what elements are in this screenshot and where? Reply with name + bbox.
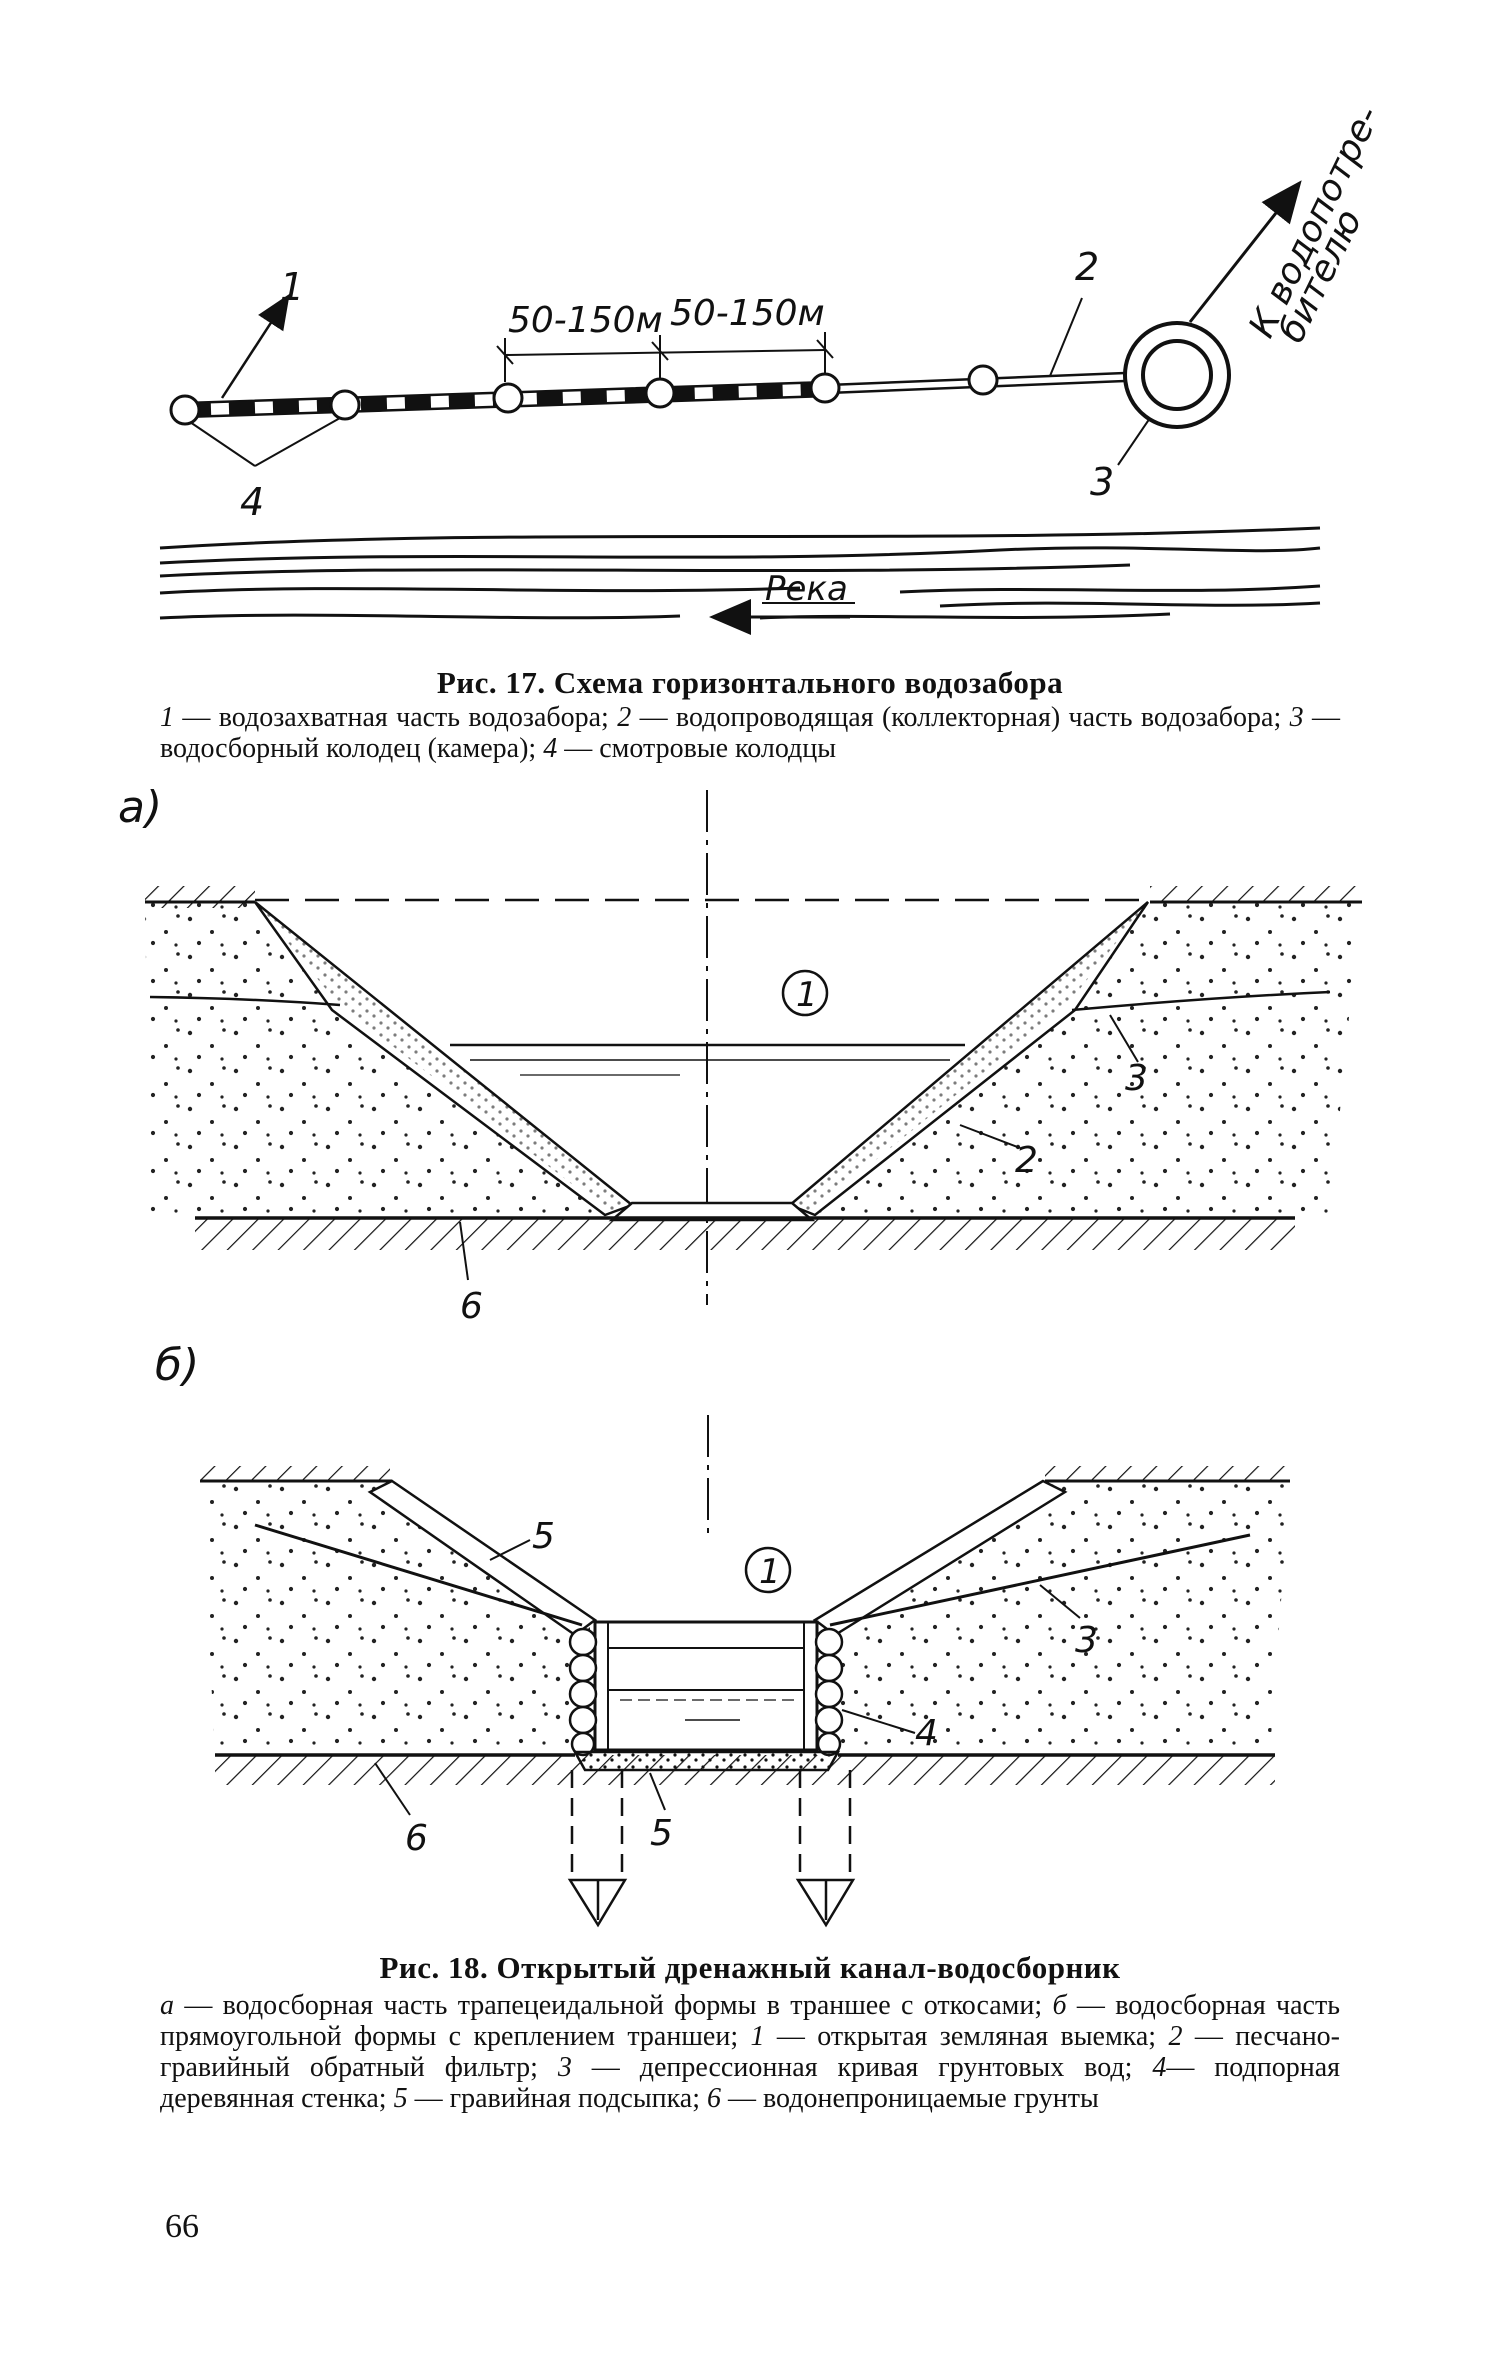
depression-curve-b-right: [829, 1533, 1251, 1627]
inspection-well: [329, 389, 361, 421]
label-a-2: 2: [1015, 1140, 1038, 1181]
to-consumer-arrow: [1188, 180, 1302, 323]
label-1: 1: [280, 265, 304, 309]
inspection-wells: [169, 364, 999, 426]
legend-text: — водосборная часть трапецеидальной форм…: [174, 1990, 1053, 2021]
legend-num: 2: [617, 702, 632, 733]
leader-4b: [254, 417, 341, 467]
depression-curve-a-left: [149, 995, 341, 1007]
leader-1: [220, 293, 290, 399]
leader-3: [1117, 417, 1151, 466]
page-number: 66: [165, 2208, 199, 2245]
legend-text: — песчано-гравийный обратный фильтр;: [160, 2021, 1340, 2083]
legend-num: 1: [750, 2021, 765, 2052]
retaining-wall-logs: [568, 1627, 844, 1757]
depression-curve-b-left: [254, 1523, 583, 1627]
legend-text: — водосборная часть прямоугольной формы …: [160, 1990, 1340, 2052]
label-3: 3: [1090, 460, 1114, 504]
circle-label-b: [744, 1546, 792, 1594]
legend-num: 3: [557, 2052, 572, 2083]
figure17-scheme: 1 2 3 4 50-150м 50-150м К водопотре- бит…: [159, 100, 1388, 635]
legend-num: б: [1052, 1990, 1067, 2021]
label-b-4: 4: [915, 1713, 938, 1754]
legend-num: а: [160, 1990, 174, 2021]
panel-a-label: а): [118, 782, 162, 833]
legend-num: 6: [707, 2083, 722, 2114]
label-b-5-bottom: 5: [650, 1813, 673, 1854]
legend-text: — водопроводящая (коллекторная) часть во…: [631, 702, 1290, 733]
panel-b-label: б): [155, 1340, 199, 1391]
label-b-3: 3: [1075, 1620, 1098, 1661]
leader-4a: [189, 421, 256, 467]
collecting-chamber: [1123, 321, 1231, 429]
inspection-well: [169, 394, 201, 426]
circle-label-a: [781, 969, 829, 1017]
depression-curve-a-right: [1071, 990, 1331, 1012]
inspection-well: [644, 377, 676, 409]
sheet-piles: [567, 1770, 856, 1928]
spacing-label-a: 50-150м: [508, 300, 663, 341]
circle-label-b-text: 1: [759, 1552, 781, 1592]
inspection-well: [809, 372, 841, 404]
inspection-well: [967, 364, 999, 396]
legend-num: 3: [1289, 702, 1304, 733]
figure17-title: Рис. 17. Схема горизонтального водозабор…: [436, 665, 1064, 700]
legend-text: — гравийная подсыпка;: [407, 2083, 708, 2114]
label-a-6: 6: [460, 1286, 483, 1327]
label-b-6: 6: [405, 1818, 428, 1859]
figure18-panel-b: б): [155, 1340, 1290, 1928]
label-a-3: 3: [1125, 1058, 1148, 1099]
circle-label-a-text: 1: [796, 975, 818, 1015]
legend-text: — водозахватная часть водозабора;: [174, 702, 618, 733]
legend-num: 1: [160, 702, 174, 733]
legend-text: — водонепроницаемые грунты: [721, 2083, 1099, 2114]
river: [159, 526, 1321, 620]
label-4: 4: [240, 480, 264, 524]
figure18-panel-a: а) 1 2 3: [118, 782, 1362, 1327]
legend-text: — депрессионная кривая грунтовых вод;: [571, 2052, 1153, 2083]
legend-text: — подпорная деревянная стенка;: [160, 2052, 1340, 2114]
label-b-5-top: 5: [532, 1516, 555, 1557]
legend-num: 2: [1168, 2021, 1183, 2052]
spacing-label-b: 50-150м: [670, 293, 825, 334]
figure17-legend: 1 — водозахватная часть водозабора; 2 — …: [160, 702, 1340, 764]
legend-num: 4: [543, 733, 558, 764]
river-label: Река: [765, 569, 848, 609]
label-2: 2: [1075, 245, 1099, 289]
figure18-legend: а — водосборная часть трапецеидальной фо…: [160, 1990, 1340, 2114]
legend-num: 5: [393, 2083, 408, 2114]
legend-text: — смотровые колодцы: [557, 733, 837, 764]
inspection-well: [492, 382, 524, 414]
channel-box: [593, 1620, 819, 1752]
legend-text: — открытая земляная выемка;: [764, 2021, 1169, 2052]
legend-text: — водосборный колодец (камера);: [160, 702, 1340, 764]
leader-2: [1049, 297, 1083, 377]
legend-num: 4: [1152, 2052, 1167, 2083]
spacing-dimension: [496, 332, 834, 382]
figure18-title: Рис. 18. Открытый дренажный канал-водосб…: [379, 1950, 1121, 1985]
